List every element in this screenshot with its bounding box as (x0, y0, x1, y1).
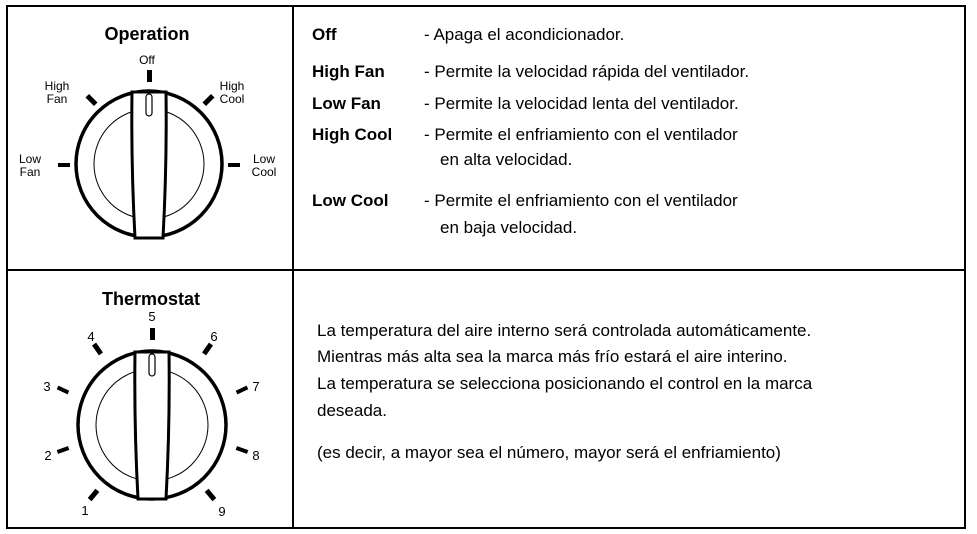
dial-label-low-fan-2: Fan (20, 165, 41, 179)
thermostat-text-line: La temperatura del aire interno será con… (317, 321, 812, 340)
thermostat-text-line: deseada. (317, 401, 387, 420)
tick-low-cool (228, 163, 240, 167)
dial-label-high-fan-2: Fan (47, 92, 68, 106)
dial-label-low-fan-1: Low (19, 152, 41, 166)
operation-desc: - Permite el enfriamiento con el ventila… (424, 125, 738, 144)
dial-number-3: 3 (43, 379, 50, 394)
dial-label-low-cool-1: Low (253, 152, 275, 166)
dial-label-low-cool-2: Cool (252, 165, 277, 179)
tick-high-fan (85, 93, 98, 107)
tick-8 (235, 446, 249, 454)
operation-term: High Cool (312, 125, 393, 144)
thermostat-note: (es decir, a mayor sea el número, mayor … (317, 443, 781, 462)
operation-pointer (145, 93, 153, 117)
tick-off (147, 70, 152, 82)
thermostat-text-line: La temperatura se selecciona posicionand… (317, 374, 813, 393)
dial-number-2: 2 (44, 448, 51, 463)
dial-number-4: 4 (87, 329, 94, 344)
thermostat-dial: Thermostat 1 2 3 4 5 6 7 8 9 (43, 289, 259, 519)
tick-2 (56, 446, 70, 454)
tick-3 (56, 385, 70, 395)
dial-number-5: 5 (148, 309, 155, 324)
thermostat-pointer (148, 353, 156, 377)
tick-low-fan (58, 163, 70, 167)
thermostat-text-line: Mientras más alta sea la marca más frío … (317, 347, 788, 366)
operation-dial: Operation Off High Fan High Cool Low Fan… (19, 24, 277, 240)
dial-label-high-cool-2: Cool (220, 92, 245, 106)
thermostat-title: Thermostat (102, 289, 200, 309)
tick-1 (87, 488, 100, 502)
operation-desc-continuation: en alta velocidad. (440, 150, 573, 169)
dial-label-high-cool-1: High (220, 79, 245, 93)
tick-6 (202, 342, 213, 356)
tick-9 (204, 488, 217, 502)
dial-number-6: 6 (210, 329, 217, 344)
operation-term: Low Cool (312, 191, 389, 210)
tick-high-cool (202, 93, 215, 107)
dial-number-9: 9 (218, 504, 225, 519)
tick-7 (235, 385, 249, 395)
operation-desc-continuation: en baja velocidad. (440, 218, 578, 237)
dial-label-off: Off (139, 53, 155, 67)
dial-number-7: 7 (252, 379, 259, 394)
operation-title: Operation (104, 24, 189, 44)
tick-5 (150, 328, 155, 340)
operation-knob-grip (130, 90, 168, 240)
operation-term: Off (312, 25, 337, 44)
dial-label-high-fan-1: High (45, 79, 70, 93)
dial-number-1: 1 (81, 503, 88, 518)
operation-desc: - Permite el enfriamiento con el ventila… (424, 191, 738, 210)
operation-term: Low Fan (312, 94, 381, 113)
row-divider (8, 269, 964, 271)
operation-desc: - Apaga el acondicionador. (424, 25, 625, 44)
operation-desc: - Permite la velocidad rápida del ventil… (424, 62, 750, 81)
dial-number-8: 8 (252, 448, 259, 463)
operation-term: High Fan (312, 62, 385, 81)
column-divider (292, 7, 294, 527)
control-table (6, 5, 966, 529)
tick-4 (92, 342, 103, 356)
operation-desc: - Permite la velocidad lenta del ventila… (424, 94, 739, 113)
thermostat-knob-grip (133, 350, 171, 501)
